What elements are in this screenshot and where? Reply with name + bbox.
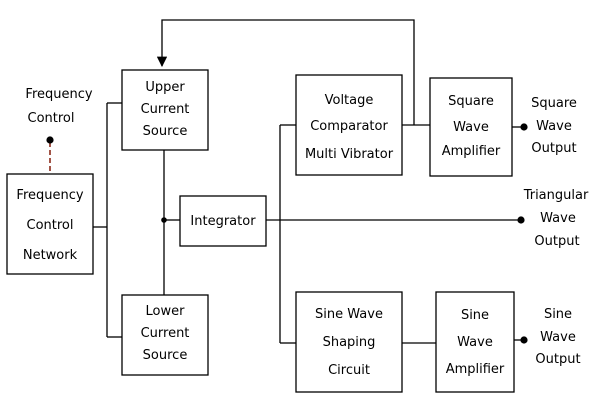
square-output-line-3: Output bbox=[531, 141, 576, 156]
square-amp-line-2: Wave bbox=[453, 120, 489, 135]
square-amp-line-3: Amplifier bbox=[442, 144, 501, 159]
lower-current-source-block bbox=[121, 294, 209, 376]
triangular-wave-output-terminal bbox=[517, 216, 525, 224]
lower-source-line-3: Source bbox=[143, 348, 188, 363]
voltage-comparator-block bbox=[295, 74, 403, 176]
sine-amp-line-2: Wave bbox=[457, 335, 493, 350]
comparator-line-2: Comparator bbox=[310, 119, 388, 134]
triangular-output-line-2: Wave bbox=[540, 211, 576, 226]
upper-source-line-2: Current bbox=[141, 102, 190, 117]
square-output-line-1: Square bbox=[531, 96, 577, 111]
frequency-control-network-block bbox=[6, 173, 94, 275]
sine-amp-line-1: Sine bbox=[461, 308, 489, 323]
square-wave-output-terminal bbox=[520, 123, 528, 131]
sine-shaping-line-3: Circuit bbox=[328, 363, 370, 378]
square-wave-amplifier-block bbox=[429, 77, 513, 177]
comparator-line-1: Voltage bbox=[325, 93, 374, 108]
lower-source-line-1: Lower bbox=[146, 304, 186, 319]
sine-output-line-3: Output bbox=[535, 352, 580, 367]
triangular-output-line-1: Triangular bbox=[523, 188, 589, 203]
feedback-loop-line bbox=[156, 19, 415, 125]
sine-shaping-line-1: Sine Wave bbox=[315, 307, 383, 322]
frequency-control-terminal bbox=[46, 136, 54, 144]
sine-wave-output-terminal bbox=[520, 336, 528, 344]
freq-network-line-2: Control bbox=[27, 218, 74, 233]
lower-source-line-2: Current bbox=[141, 326, 190, 341]
sine-output-line-1: Sine bbox=[544, 307, 572, 322]
sine-wave-amplifier-block bbox=[435, 291, 515, 393]
sine-amp-line-3: Amplifier bbox=[446, 362, 505, 377]
upper-current-source-block bbox=[121, 69, 209, 151]
square-amp-line-1: Square bbox=[448, 94, 494, 109]
square-output-line-2: Wave bbox=[536, 119, 572, 134]
freq-network-line-1: Frequency bbox=[16, 188, 83, 203]
sine-shaping-line-2: Shaping bbox=[323, 335, 376, 350]
comparator-line-3: Multi Vibrator bbox=[305, 147, 394, 162]
triangular-output-line-3: Output bbox=[534, 234, 579, 249]
integrator-junction-dot bbox=[161, 217, 167, 223]
sine-output-line-2: Wave bbox=[540, 330, 576, 345]
integrator-block bbox=[179, 195, 267, 247]
integrator-label: Integrator bbox=[190, 214, 256, 229]
frequency-control-label-1: Frequency bbox=[25, 87, 92, 102]
frequency-control-label-2: Control bbox=[28, 111, 75, 126]
upper-source-line-3: Source bbox=[143, 124, 188, 139]
upper-source-line-1: Upper bbox=[145, 80, 185, 95]
freq-network-line-3: Network bbox=[23, 248, 78, 263]
sine-wave-shaping-block bbox=[295, 291, 403, 393]
